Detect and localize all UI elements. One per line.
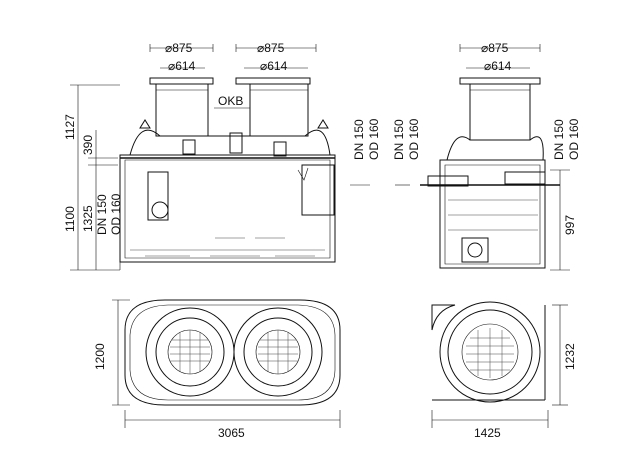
dn150-mid-b: DN 150	[392, 119, 406, 160]
dn150-left: DN 150	[95, 194, 109, 235]
dim-390: 390	[81, 135, 95, 155]
dim-997: 997	[563, 215, 577, 235]
top-view	[112, 299, 341, 428]
dim-875-right: ⌀875	[481, 41, 509, 55]
dim-875-mid: ⌀875	[257, 41, 285, 55]
dn150-right: DN 150	[552, 119, 566, 160]
od160-left: OD 160	[109, 193, 123, 235]
dim-1425: 1425	[474, 426, 501, 440]
dim-1200: 1200	[93, 343, 107, 370]
front-view	[70, 44, 410, 271]
od160-mid-b: OD 160	[407, 118, 421, 160]
dim-1232: 1232	[563, 343, 577, 370]
dim-614-right: ⌀614	[484, 59, 512, 73]
dim-875-left: ⌀875	[165, 41, 193, 55]
okb-label: OKB	[218, 94, 243, 108]
dim-1127: 1127	[63, 114, 77, 140]
od160-mid-a: OD 160	[367, 118, 381, 160]
dim-1100: 1100	[63, 206, 77, 232]
dim-1325: 1325	[81, 205, 95, 232]
top-view-single	[431, 301, 568, 428]
side-view	[420, 44, 570, 271]
dim-614-mid: ⌀614	[260, 59, 288, 73]
dim-614-left: ⌀614	[168, 59, 196, 73]
dn150-mid-a: DN 150	[352, 119, 366, 160]
od160-right: OD 160	[567, 118, 581, 160]
dim-3065: 3065	[218, 426, 245, 440]
